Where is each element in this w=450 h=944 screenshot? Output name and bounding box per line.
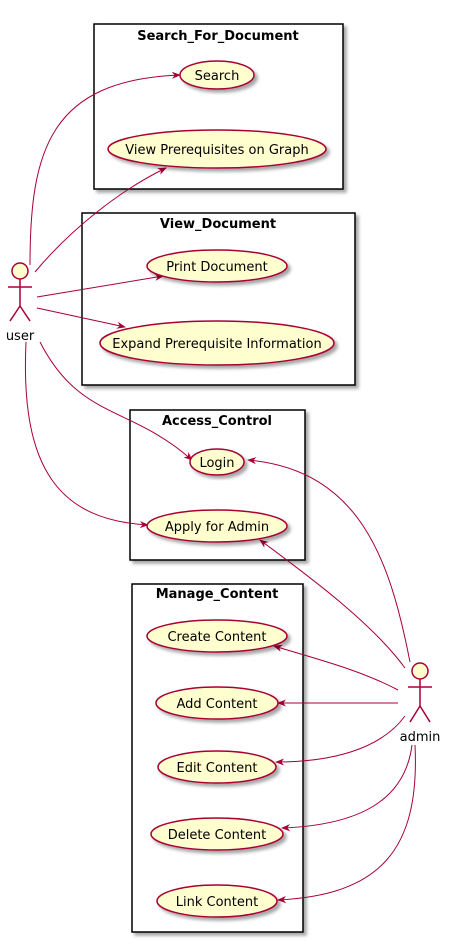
usecase-create-content: Create Content bbox=[146, 619, 288, 653]
usecase-edit-content: Edit Content bbox=[157, 750, 277, 784]
link-admin-create-content bbox=[273, 644, 399, 691]
usecase-label: Create Content bbox=[167, 630, 266, 645]
usecase-search: Search bbox=[179, 60, 255, 90]
usecase-label: Login bbox=[199, 456, 234, 471]
package-title: View_Document bbox=[160, 217, 276, 232]
package-title: Access_Control bbox=[162, 414, 272, 429]
usecase-label: Add Content bbox=[176, 697, 257, 712]
link-admin-login bbox=[247, 457, 411, 663]
usecase-label: Link Content bbox=[176, 895, 258, 910]
stick-figure-icon bbox=[408, 662, 432, 723]
package-title: Manage_Content bbox=[156, 587, 279, 602]
link-user-expand-prereq bbox=[36, 307, 126, 329]
usecase-link-content: Link Content bbox=[156, 884, 278, 918]
usecase-delete-content: Delete Content bbox=[150, 817, 284, 851]
stick-figure-icon bbox=[8, 262, 32, 322]
usecase-label: Expand Prerequisite Information bbox=[112, 337, 321, 352]
usecase-label: Print Document bbox=[166, 260, 267, 275]
usecase-apply-for-admin: Apply for Admin bbox=[146, 509, 288, 543]
actor-label: user bbox=[6, 329, 35, 344]
usecase-label: View Prerequisites on Graph bbox=[125, 143, 308, 158]
link-user-apply-admin bbox=[24, 341, 149, 529]
usecase-add-content: Add Content bbox=[155, 686, 279, 720]
actor-user: user bbox=[6, 262, 35, 344]
usecase-label: Search bbox=[195, 69, 240, 84]
usecase-expand-prerequisite-information: Expand Prerequisite Information bbox=[99, 320, 335, 366]
link-user-print-document bbox=[36, 273, 164, 298]
actor-label: admin bbox=[400, 730, 441, 745]
link-admin-link-content bbox=[277, 744, 416, 904]
usecase-label: Apply for Admin bbox=[165, 520, 269, 535]
usecase-view-prerequisites-on-graph: View Prerequisites on Graph bbox=[107, 129, 327, 169]
usecase-login: Login bbox=[189, 448, 245, 476]
usecase-print-document: Print Document bbox=[146, 249, 288, 283]
package-title: Search_For_Document bbox=[137, 29, 299, 44]
actor-admin: admin bbox=[400, 662, 441, 745]
link-admin-delete-content bbox=[281, 744, 413, 832]
link-user-login bbox=[39, 341, 193, 461]
link-user-view-prereq-graph bbox=[34, 167, 167, 273]
link-user-search bbox=[29, 71, 181, 266]
link-admin-edit-content bbox=[275, 715, 406, 766]
link-admin-apply-admin bbox=[259, 539, 406, 669]
usecase-label: Delete Content bbox=[168, 828, 267, 843]
usecase-label: Edit Content bbox=[176, 761, 257, 776]
